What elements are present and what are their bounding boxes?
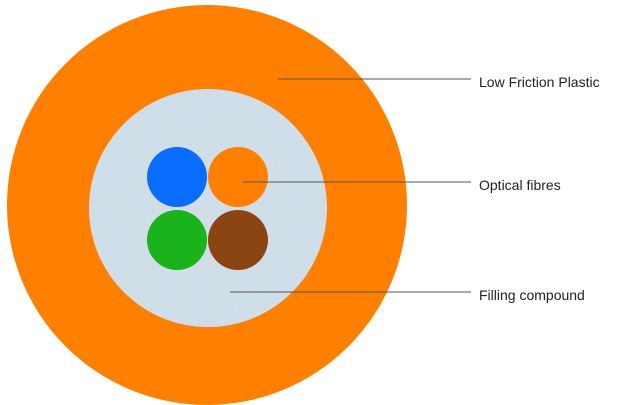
label-filling-compound: Filling compound xyxy=(479,287,585,303)
fibre-blue xyxy=(147,147,207,207)
label-low-friction-plastic: Low Friction Plastic xyxy=(479,74,600,90)
filling-texture xyxy=(89,89,327,327)
fibre-green xyxy=(147,210,207,270)
fibre-brown xyxy=(208,210,268,270)
label-optical-fibres: Optical fibres xyxy=(479,177,561,193)
fibre-orange xyxy=(208,147,268,207)
